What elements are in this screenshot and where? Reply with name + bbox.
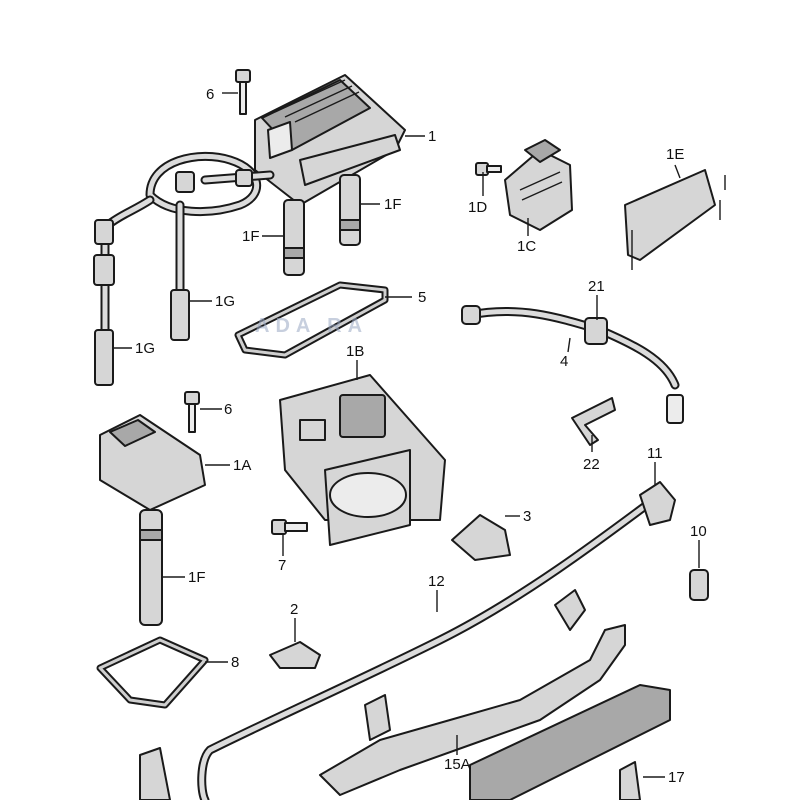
bolt-1d: [475, 162, 502, 176]
clip-22: [571, 397, 616, 446]
callout-3: 3: [523, 508, 531, 525]
plug-wire-1g-b: [93, 219, 115, 386]
callout-1f-a: 1F: [384, 196, 402, 213]
sensor-line-4: [461, 305, 684, 424]
harness-bracket-15a: [319, 589, 626, 796]
holder-3: [451, 514, 511, 561]
leader-lines: [113, 92, 700, 778]
gasket-8: [96, 636, 209, 709]
plug-wire-1g-a: [170, 200, 190, 341]
holder-2: [269, 641, 321, 669]
callout-1f-b: 1F: [242, 228, 260, 245]
callout-12: 12: [428, 573, 445, 590]
ignition-coil-assembly: [254, 74, 406, 206]
callout-1b: 1B: [346, 343, 364, 360]
callout-11: 11: [647, 445, 663, 462]
bolt-7: [271, 519, 308, 535]
cable-12: [197, 490, 665, 800]
bolt-6-top: [235, 69, 251, 115]
callout-1: 1: [428, 128, 436, 145]
pin-10: [689, 569, 709, 601]
gasket-5: [234, 281, 389, 359]
control-unit-1b: [279, 374, 446, 546]
callout-2: 2: [290, 601, 298, 618]
callout-22: 22: [583, 456, 600, 473]
callout-10: 10: [690, 523, 707, 540]
clip-17: [619, 761, 641, 800]
callout-1g-a: 1G: [215, 293, 235, 310]
watermark-text: ADA RA: [255, 315, 368, 337]
callout-1a: 1A: [233, 457, 251, 474]
cover-plate: [469, 684, 671, 800]
callout-7: 7: [278, 557, 286, 574]
bracket-1e: [624, 169, 726, 270]
callout-1d: 1D: [468, 199, 487, 216]
plug-connector-1f-c: [139, 509, 163, 626]
callout-6-top: 6: [206, 86, 214, 103]
callout-labels: 6 1 1F 1F 1G 1G 5 1D 1C 1E 21 4 1B 6 1A …: [135, 86, 707, 786]
clip-bottom-left: [139, 747, 171, 800]
callout-1c: 1C: [517, 238, 536, 255]
callout-1e: 1E: [666, 146, 684, 163]
callout-21: 21: [588, 278, 605, 295]
callout-4: 4: [560, 353, 568, 370]
callout-1f-c: 1F: [188, 569, 206, 586]
ignition-wire-loop: [103, 151, 275, 230]
ignition-coil-1a: [99, 414, 206, 511]
callout-8: 8: [231, 654, 239, 671]
callout-6-mid: 6: [224, 401, 232, 418]
callout-5: 5: [418, 289, 426, 306]
callout-15a: 15A: [444, 756, 471, 773]
callout-17: 17: [668, 769, 685, 786]
connector-11: [639, 481, 676, 526]
callout-1g-b: 1G: [135, 340, 155, 357]
clip-21: [584, 317, 608, 345]
plug-connector-1f-b: [283, 199, 305, 276]
plug-connector-1f-a: [339, 174, 361, 246]
connector-1c: [504, 139, 573, 231]
bolt-6-mid: [184, 391, 200, 433]
